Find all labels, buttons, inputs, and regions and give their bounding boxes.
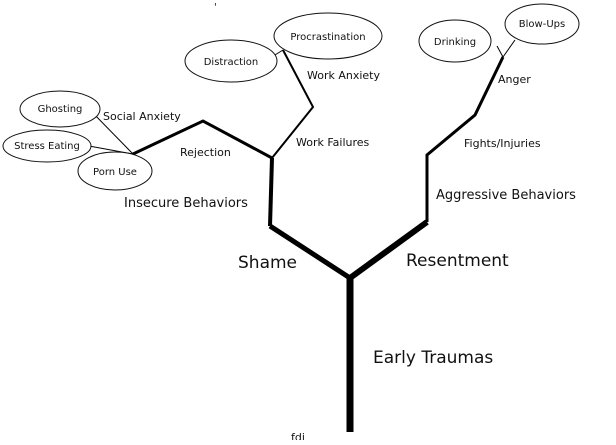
bubble-ghosting: Ghosting — [19, 90, 101, 128]
label-insecure-behaviors: Insecure Behaviors — [124, 196, 248, 211]
label-work-failures: Work Failures — [296, 136, 370, 149]
bubble-stress-eating: Stress Eating — [2, 129, 92, 163]
label-resentment: Resentment — [406, 251, 509, 271]
svg-text:Drinking: Drinking — [434, 37, 476, 48]
bubble-drinking: Drinking — [418, 19, 492, 63]
connector-drinking — [496, 45, 504, 58]
label-shame: Shame — [238, 253, 297, 273]
svg-text:Distraction: Distraction — [204, 57, 259, 68]
label-early-traumas: Early Traumas — [373, 348, 493, 368]
label-work-anxiety: Work Anxiety — [307, 69, 380, 82]
svg-text:Stress Eating: Stress Eating — [14, 141, 80, 152]
svg-text:Ghosting: Ghosting — [38, 104, 83, 115]
connector-blow-ups — [502, 39, 516, 58]
label-rejection: Rejection — [180, 146, 231, 159]
bubble-porn-use: Porn Use — [77, 151, 153, 191]
right-branch-resentment — [348, 219, 429, 281]
svg-text:Blow-Ups: Blow-Ups — [519, 19, 565, 30]
work-failures-branch — [271, 49, 315, 159]
label-aggressive-behaviors: Aggressive Behaviors — [436, 188, 576, 203]
label-fights-injuries: Fights/Injuries — [464, 137, 541, 150]
stray-mark: ' — [214, 2, 217, 13]
footer-text: fdi — [291, 431, 305, 440]
label-anger: Anger — [498, 73, 531, 86]
insecure-stem — [268, 157, 274, 227]
label-social-anxiety: Social Anxiety — [103, 110, 181, 123]
rejection-branch — [132, 119, 273, 160]
bubble-blow-ups: Blow-Ups — [504, 3, 580, 45]
bubble-procrastination: Procrastination — [273, 12, 383, 60]
connector-ghosting — [89, 109, 134, 155]
svg-text:Procrastination: Procrastination — [290, 32, 365, 43]
left-branch-shame — [268, 223, 352, 281]
aggressive-stem — [425, 56, 505, 222]
svg-text:Porn Use: Porn Use — [93, 167, 137, 178]
bubble-distraction: Distraction — [184, 39, 278, 83]
